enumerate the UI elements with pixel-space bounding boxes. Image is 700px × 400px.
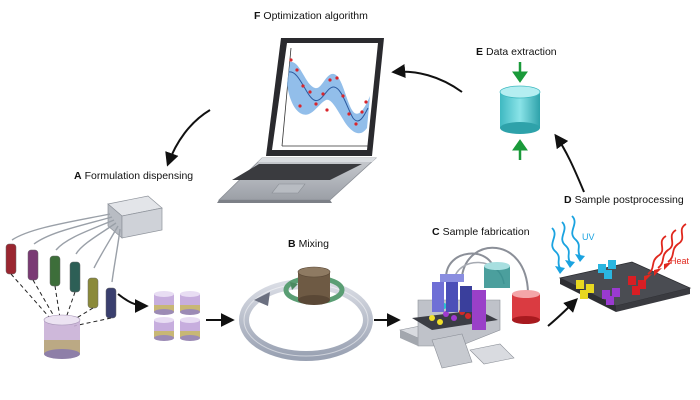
step-b-title: Mixing: [298, 238, 329, 250]
step-f-title: Optimization algorithm: [263, 10, 368, 22]
step-a-letter: A: [74, 170, 82, 182]
step-e-letter: E: [476, 46, 484, 58]
manifold-icon: [107, 195, 163, 239]
workflow-arrows: [117, 64, 585, 327]
heat-wave-icon: [644, 223, 687, 282]
step-d-title: Sample postprocessing: [574, 194, 684, 206]
uv-wave-icon: [551, 215, 585, 274]
arrow-d-to-e: [554, 133, 585, 193]
step-b-letter: B: [288, 238, 296, 250]
optimization-plot: [281, 47, 370, 147]
heat-label: Heat: [670, 256, 690, 266]
arrow-e-to-f: [391, 64, 463, 93]
step-c-letter: C: [432, 226, 440, 238]
vial-icon: [154, 291, 200, 341]
dispensing-tubes: [11, 213, 121, 283]
arrow-f-to-a: [165, 109, 211, 167]
step-c-title: Sample fabrication: [442, 226, 530, 238]
formulation-vial: [43, 314, 81, 359]
cylinder-icon: [499, 85, 541, 134]
compression-arrows: [512, 62, 528, 160]
step-d-letter: D: [564, 194, 572, 206]
step-e-title: Data extraction: [486, 46, 557, 58]
step-a-title: Formulation dispensing: [84, 170, 194, 182]
uv-label: UV: [582, 232, 595, 242]
arrow-c-to-d: [547, 298, 578, 327]
tray-icon: [558, 260, 692, 312]
arrow-a-to-vials: [117, 293, 149, 313]
syringe-icon: [5, 243, 117, 319]
step-f-letter: F: [254, 10, 261, 22]
printer-stage-icon: [399, 246, 540, 369]
mean-line: [288, 71, 369, 122]
mixer-icon: [239, 266, 373, 361]
